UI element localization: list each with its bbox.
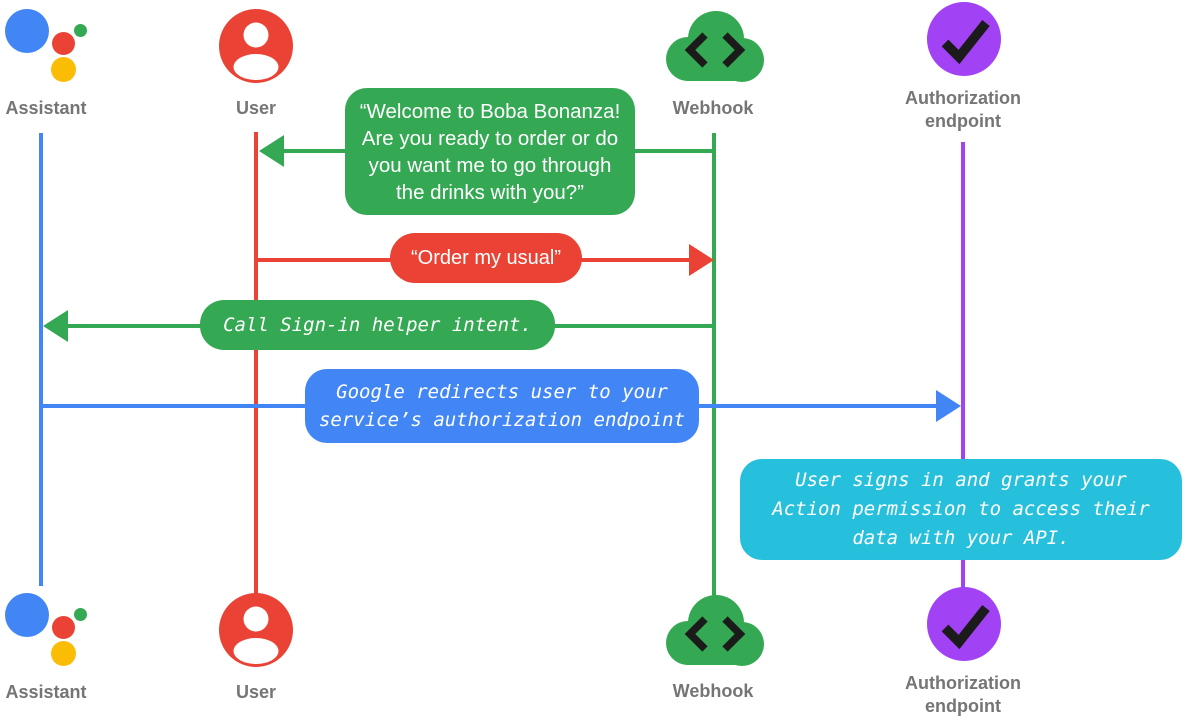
- authorization-endpoint-label-top: Authorization endpoint: [905, 88, 1021, 131]
- user-label-bottom: User: [235, 682, 277, 702]
- arrowhead-left-icon: [259, 135, 284, 167]
- assistant-blue-dot: [5, 9, 49, 53]
- assistant-red-dot: [52, 32, 75, 55]
- webhook-label-top: Webhook: [672, 98, 754, 118]
- person-icon: [219, 9, 293, 88]
- assistant-red-dot: [52, 616, 75, 639]
- welcome-message-bubble: “Welcome to Boba Bonanza! Are you ready …: [345, 88, 635, 215]
- arrowhead-right-icon: [936, 390, 961, 422]
- assistant-lifeline: [39, 133, 43, 586]
- cloud-code-icon: [658, 592, 770, 673]
- check-circle-icon: [927, 2, 1001, 81]
- redirect-message-bubble: Google redirects user to your service’s …: [305, 369, 699, 443]
- person-icon: [219, 593, 293, 672]
- user-lifeline: [254, 132, 258, 600]
- assistant-yellow-dot: [51, 57, 76, 82]
- assistant-blue-dot: [5, 593, 49, 637]
- assistant-green-dot: [74, 24, 87, 37]
- google-assistant-icon: [5, 9, 91, 83]
- webhook-label-bottom: Webhook: [672, 681, 754, 701]
- assistant-yellow-dot: [51, 641, 76, 666]
- cloud-code-icon: [658, 8, 770, 89]
- authorization-endpoint-lifeline: [961, 142, 965, 588]
- user-grant-note-bubble: User signs in and grants your Action per…: [740, 459, 1182, 560]
- user-label-top: User: [235, 98, 277, 118]
- google-assistant-icon: [5, 593, 91, 667]
- check-circle-icon: [927, 587, 1001, 666]
- arrowhead-right-icon: [689, 244, 714, 276]
- assistant-label-top: Assistant: [5, 98, 87, 118]
- assistant-green-dot: [74, 608, 87, 621]
- arrowhead-left-icon: [43, 310, 68, 342]
- webhook-lifeline: [712, 133, 716, 600]
- signin-helper-message-bubble: Call Sign-in helper intent.: [200, 300, 555, 350]
- order-message-bubble: “Order my usual”: [390, 233, 582, 283]
- authorization-endpoint-label-bottom: Authorization endpoint: [905, 673, 1021, 716]
- assistant-label-bottom: Assistant: [5, 682, 87, 702]
